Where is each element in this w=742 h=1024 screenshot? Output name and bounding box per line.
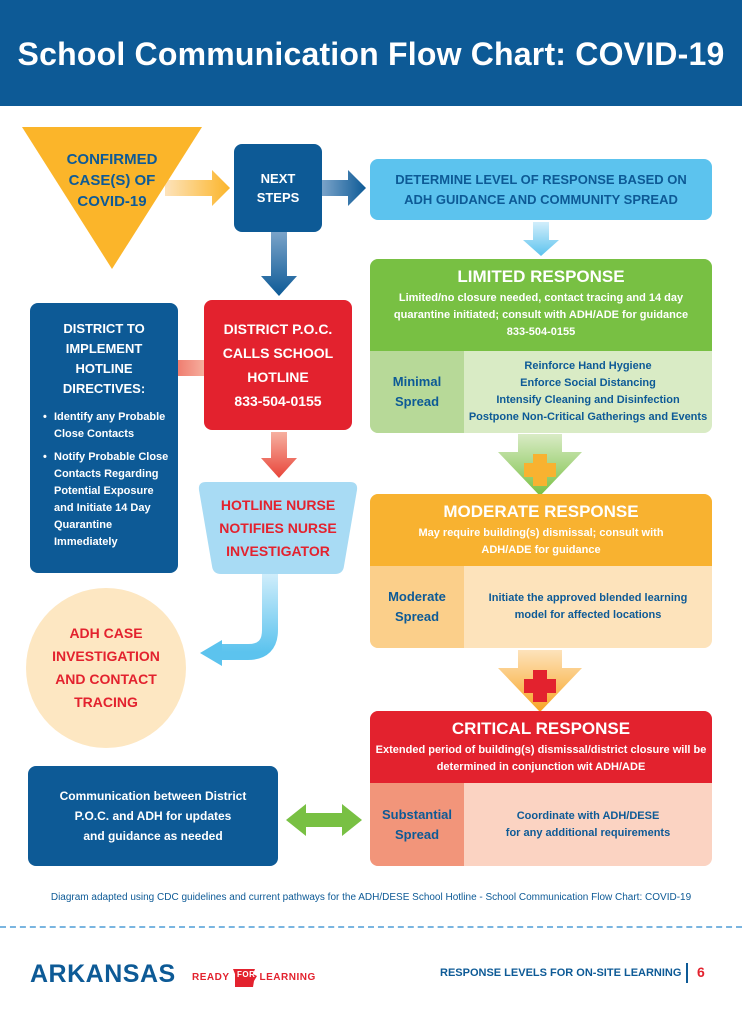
limited-phone: 833-504-0155: [506, 326, 576, 338]
limited-response-header: LIMITED RESPONSE Limited/no closure need…: [370, 259, 712, 351]
header-banner: School Communication Flow Chart: COVID-1…: [0, 0, 742, 106]
district-poc-box: DISTRICT P.O.C. CALLS SCHOOL HOTLINE 833…: [204, 300, 352, 430]
hotline-nurse-line2: NOTIFIES NURSE: [219, 519, 337, 536]
limited-response-card: LIMITED RESPONSE Limited/no closure need…: [370, 259, 712, 433]
substantial-spread-line2: Spread: [394, 826, 440, 842]
minimal-spread-line1: Minimal: [392, 374, 442, 389]
limited-desc-line2: quarantine initiated; consult with ADH/A…: [393, 309, 689, 321]
adh-case-line1: ADH CASE: [69, 625, 143, 641]
communication-line2: P.O.C. and ADH for updates: [74, 809, 232, 823]
moderate-spread-line2: Spread: [394, 609, 440, 624]
district-implement-heading: DISTRICT TO IMPLEMENT HOTLINE DIRECTIVES…: [30, 319, 178, 399]
moderate-action-item: model for affected locations: [514, 609, 662, 621]
footer-brand: ARKANSAS: [30, 960, 176, 988]
adh-case-circle: ADH CASE INVESTIGATION AND CONTACT TRACI…: [26, 588, 186, 748]
next-steps-box: NEXT STEPS: [234, 144, 322, 232]
minimal-spread-cell: Minimal Spread: [370, 351, 464, 433]
limited-action-item: Reinforce Hand Hygiene: [524, 360, 652, 372]
moderate-action-item: Initiate the approved blended learning: [488, 592, 688, 604]
critical-desc-line2: determined in conjunction wit ADH/ADE: [436, 761, 646, 773]
district-implement-line1: DISTRICT TO: [63, 321, 145, 336]
ready-for-learning-logo: READY FOR LEARNING: [192, 966, 316, 988]
district-poc-line3: HOTLINE: [247, 369, 309, 385]
next-steps-line1: NEXT: [260, 171, 296, 186]
confirmed-line3: COVID-19: [77, 192, 147, 210]
limited-action-item: Postpone Non-Critical Gatherings and Eve…: [468, 411, 708, 423]
communication-box: Communication between District P.O.C. an…: [28, 766, 278, 866]
moderate-response-card: MODERATE RESPONSE May require building(s…: [370, 494, 712, 648]
page-title: School Communication Flow Chart: COVID-1…: [17, 36, 725, 72]
footnote: Diagram adapted using CDC guidelines and…: [50, 892, 692, 903]
moderate-spread-line1: Moderate: [388, 589, 446, 604]
minimal-spread-line2: Spread: [394, 394, 440, 409]
limited-action-item: Enforce Social Distancing: [520, 377, 656, 389]
determine-line2: ADH GUIDANCE AND COMMUNITY SPREAD: [404, 191, 678, 207]
hotline-nurse-label: HOTLINE NURSE NOTIFIES NURSE INVESTIGATO…: [204, 490, 352, 566]
page-number: 6: [697, 964, 705, 980]
limited-response-title: LIMITED RESPONSE: [457, 267, 625, 286]
communication-line3: and guidance as needed: [83, 829, 223, 843]
district-poc-line2: CALLS SCHOOL: [222, 345, 334, 361]
adh-case-line4: TRACING: [74, 694, 138, 710]
hotline-nurse-shape: [198, 482, 358, 574]
limited-desc-line1: Limited/no closure needed, contact traci…: [398, 292, 684, 304]
hotline-nurse-line3: INVESTIGATOR: [226, 542, 330, 559]
directives-list: Identify any Probable Close Contacts Not…: [43, 409, 176, 557]
substantial-spread-line1: Substantial: [381, 806, 453, 822]
footer-section-title: RESPONSE LEVELS FOR ON-SITE LEARNING: [440, 967, 682, 979]
adh-case-line3: AND CONTACT: [55, 671, 157, 687]
directive-item: Notify Probable Close Contacts Regarding…: [43, 449, 176, 551]
moderate-spread-cell: Moderate Spread: [370, 566, 464, 648]
critical-action-item: Coordinate with ADH/DESE: [516, 809, 660, 822]
determine-line1: DETERMINE LEVEL OF RESPONSE BASED ON: [395, 171, 687, 187]
critical-response-header: CRITICAL RESPONSE Extended period of bui…: [370, 711, 712, 783]
critical-actions: Coordinate with ADH/DESE for any additio…: [464, 783, 712, 866]
critical-desc-line1: Extended period of building(s) dismissal…: [375, 744, 707, 756]
determine-level-box: DETERMINE LEVEL OF RESPONSE BASED ON ADH…: [370, 159, 712, 220]
confirmed-cases-label: CONFIRMED CASE(S) OF COVID-19: [40, 146, 184, 214]
limited-actions: Reinforce Hand Hygiene Enforce Social Di…: [464, 351, 712, 433]
critical-action-item: for any additional requirements: [505, 826, 671, 839]
communication-line1: Communication between District: [59, 789, 247, 803]
logo-learning: LEARNING: [259, 971, 316, 983]
directive-item: Identify any Probable Close Contacts: [43, 409, 176, 443]
moderate-response-title: MODERATE RESPONSE: [443, 502, 639, 521]
logo-for: FOR: [237, 970, 256, 979]
district-poc-phone: 833-504-0155: [234, 393, 322, 409]
district-implement-line3: HOTLINE: [75, 361, 133, 376]
district-poc-line1: DISTRICT P.O.C.: [223, 321, 333, 337]
hotline-nurse-line1: HOTLINE NURSE: [220, 496, 336, 513]
confirmed-triangle: [22, 127, 202, 269]
district-implement-line2: IMPLEMENT: [65, 341, 143, 356]
district-implement-line4: DIRECTIVES:: [62, 381, 146, 396]
substantial-spread-cell: Substantial Spread: [370, 783, 464, 866]
critical-response-title: CRITICAL RESPONSE: [451, 719, 631, 738]
arkansas-state-icon: [232, 969, 257, 987]
limited-action-item: Intensify Cleaning and Disinfection: [496, 394, 680, 406]
district-implement-box: DISTRICT TO IMPLEMENT HOTLINE DIRECTIVES…: [30, 303, 178, 573]
adh-case-line2: INVESTIGATION: [52, 648, 160, 664]
confirmed-line2: CASE(S) OF: [68, 171, 156, 189]
moderate-desc-line1: May require building(s) dismissal; consu…: [418, 527, 664, 539]
footer-separator: [686, 963, 688, 983]
next-steps-line2: STEPS: [256, 190, 300, 205]
critical-response-card: CRITICAL RESPONSE Extended period of bui…: [370, 711, 712, 866]
moderate-actions: Initiate the approved blended learning m…: [464, 566, 712, 648]
logo-ready: READY: [192, 971, 230, 983]
confirmed-line1: CONFIRMED: [66, 150, 158, 168]
moderate-response-header: MODERATE RESPONSE May require building(s…: [370, 494, 712, 566]
moderate-desc-line2: ADH/ADE for guidance: [481, 544, 601, 556]
footer-divider: [0, 926, 742, 928]
